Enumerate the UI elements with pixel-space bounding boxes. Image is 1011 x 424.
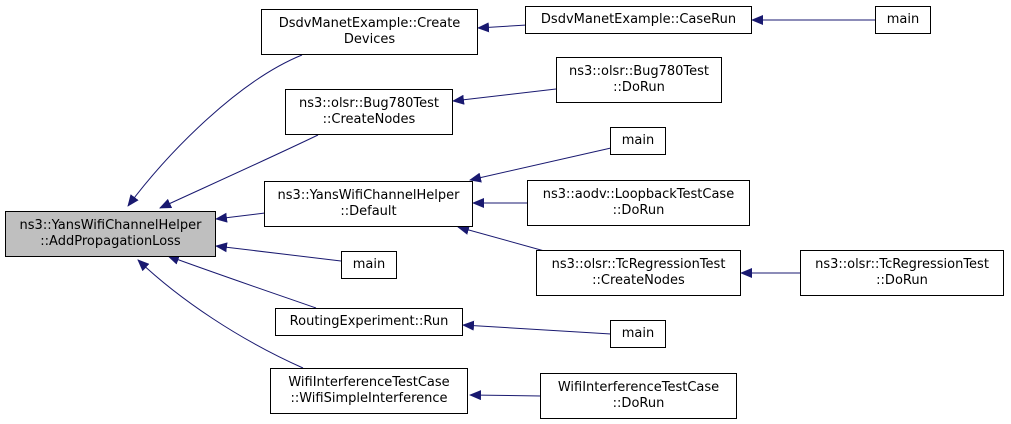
node-label-line1: ns3::aodv::LoopbackTestCase (542, 187, 735, 202)
node-label-line2: ::CreateNodes (322, 112, 416, 127)
node-tc-regression-create-nodes[interactable]: ns3::olsr::TcRegressionTest ::CreateNode… (536, 250, 741, 296)
node-label-line1: ns3::olsr::Bug780Test (568, 64, 710, 79)
edge-main2-to-default (469, 147, 612, 183)
node-bug780-create-nodes[interactable]: ns3::olsr::Bug780Test ::CreateNodes (285, 89, 453, 135)
node-label-line1: ns3::olsr::TcRegressionTest (551, 257, 726, 272)
edge-wifi-simple-to-focus (137, 259, 304, 369)
node-label-line1: ns3::YansWifiChannelHelper (277, 188, 460, 203)
node-label-line1: RoutingExperiment::Run (289, 314, 449, 329)
edge-default-to-focus (215, 212, 266, 223)
node-aodv-loopback-dorun[interactable]: ns3::aodv::LoopbackTestCase ::DoRun (527, 180, 750, 226)
node-label-line1: WifiInterferenceTestCase (557, 380, 720, 395)
node-label-line2: ::DoRun (613, 80, 665, 95)
node-label-line1: DsdvManetExample::Create (278, 16, 461, 31)
node-label-line1: DsdvManetExample::CaseRun (540, 12, 737, 27)
node-label-line2: ::DoRun (612, 203, 665, 218)
node-wifi-simple-interference[interactable]: WifiInterferenceTestCase ::WifiSimpleInt… (270, 368, 468, 414)
node-label-line1: main (621, 326, 655, 341)
node-routing-experiment-run[interactable]: RoutingExperiment::Run (275, 308, 463, 336)
edge-wifi-dorun-to-simple (469, 390, 542, 401)
node-yans-add-propagation-loss: ns3::YansWifiChannelHelper ::AddPropagat… (5, 211, 216, 257)
edge-dsdv-create-to-focus (127, 54, 303, 207)
node-label-line2: ::CreateNodes (592, 273, 685, 288)
node-label-line2: ::Default (340, 204, 397, 219)
node-main-2[interactable]: main (610, 127, 666, 155)
node-label-line1: main (352, 257, 386, 272)
node-main-3[interactable]: main (341, 251, 397, 279)
edge-bug780-create-to-focus (159, 134, 319, 209)
node-label-line2: ::WifiSimpleInterference (290, 391, 448, 406)
node-dsdv-create-devices[interactable]: DsdvManetExample::Create Devices (261, 9, 478, 55)
node-main-top[interactable]: main (875, 6, 931, 34)
node-label-line2: ::AddPropagationLoss (40, 234, 181, 249)
node-main-4[interactable]: main (610, 320, 666, 348)
node-label-line1: ns3::olsr::Bug780Test (298, 96, 440, 111)
edge-tc-create-to-default (457, 225, 549, 253)
node-label-line2: Devices (343, 32, 396, 47)
node-label-line1: WifiInterferenceTestCase (288, 375, 450, 390)
edge-caserun-to-dsdv-create (477, 22, 528, 33)
node-label-line1: main (621, 133, 655, 148)
edge-bug780-dorun-to-create (452, 88, 557, 105)
node-label-line2: ::DoRun (612, 396, 665, 411)
node-label-line1: ns3::YansWifiChannelHelper (19, 218, 202, 233)
edge-main4-to-routing (462, 320, 612, 335)
edge-main3-to-focus (215, 242, 342, 262)
node-yans-default[interactable]: ns3::YansWifiChannelHelper ::Default (264, 181, 473, 227)
node-label-line2: ::DoRun (876, 273, 928, 288)
edge-routing-to-focus (167, 255, 317, 309)
node-wifi-interference-dorun[interactable]: WifiInterferenceTestCase ::DoRun (540, 373, 737, 419)
node-tc-regression-dorun[interactable]: ns3::olsr::TcRegressionTest ::DoRun (800, 250, 1004, 296)
node-dsdv-case-run[interactable]: DsdvManetExample::CaseRun (525, 6, 752, 34)
node-label-line1: ns3::olsr::TcRegressionTest (815, 257, 989, 272)
node-bug780-dorun[interactable]: ns3::olsr::Bug780Test ::DoRun (556, 57, 722, 103)
node-label-line1: main (886, 12, 920, 27)
